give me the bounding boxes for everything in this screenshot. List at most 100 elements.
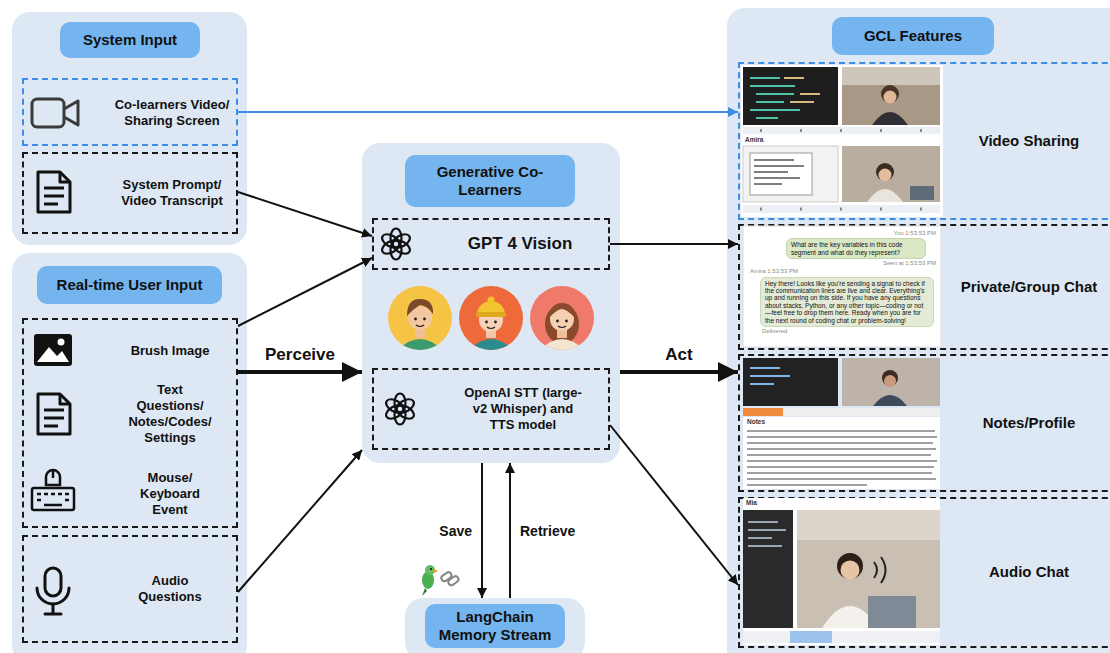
openai-logo bbox=[380, 231, 402, 250]
openai-logo bbox=[391, 241, 402, 260]
audio-chat-screenshot bbox=[790, 631, 832, 643]
co-learner-avatar bbox=[396, 339, 444, 364]
box-label: Co-learners Video/ Sharing Screen bbox=[110, 97, 234, 130]
agent-panel: Generative Co-LearnersGPT 4 VisionOpenAI… bbox=[362, 143, 620, 463]
input-label: Mouse/ Keyboard Event bbox=[124, 470, 216, 519]
edge-label: Perceive bbox=[263, 345, 337, 365]
co-learner-avatar bbox=[416, 325, 424, 327]
image-icon bbox=[34, 334, 72, 366]
edge-label: Save bbox=[437, 523, 474, 539]
co-learner-avatar bbox=[549, 303, 575, 318]
video-sharing-screenshot bbox=[741, 65, 943, 217]
audio-chat-screenshot bbox=[822, 606, 878, 628]
notes-screenshot bbox=[750, 368, 790, 384]
langchain-emoji bbox=[430, 568, 432, 570]
keyboard-mouse-icon bbox=[46, 470, 60, 485]
notes-screenshot bbox=[743, 417, 940, 489]
participant-name: Amira bbox=[745, 136, 805, 144]
model-label: OpenAI STT (large-v2 Whisper) and TTS mo… bbox=[464, 385, 582, 434]
openai-logo bbox=[390, 231, 412, 250]
video-sharing-screenshot bbox=[743, 67, 838, 125]
co-learner-avatar bbox=[388, 286, 452, 364]
co-learner-avatar bbox=[459, 286, 523, 364]
audio-chat-screenshot bbox=[748, 522, 786, 546]
document-icon bbox=[38, 394, 70, 434]
input-group-box: Brush ImageText Questions/ Notes/Codes/ … bbox=[22, 318, 238, 528]
input-label: Brush Image bbox=[124, 343, 216, 359]
feature-box: Video Sharing bbox=[738, 62, 1110, 220]
microphone-icon bbox=[37, 588, 69, 604]
connector-arrow bbox=[481, 463, 483, 598]
co-learner-avatar bbox=[467, 297, 515, 365]
box-label: System Prompt/ Video Transcript bbox=[110, 177, 234, 210]
document-icon bbox=[38, 172, 70, 212]
chat-message: What are the key variables in this code … bbox=[786, 238, 926, 259]
langchain-emoji bbox=[425, 565, 435, 575]
notes-heading: Notes bbox=[747, 418, 807, 426]
co-learner-avatar bbox=[477, 301, 505, 315]
input-label: Text Questions/ Notes/Codes/ Settings bbox=[124, 382, 216, 447]
co-learner-avatar bbox=[485, 321, 488, 324]
co-learner-avatar bbox=[488, 297, 495, 304]
panel-title: GCL Features bbox=[832, 17, 994, 55]
co-learner-avatar bbox=[565, 320, 568, 323]
keyboard-mouse-icon bbox=[32, 488, 74, 510]
document-icon bbox=[38, 394, 70, 434]
notes-screenshot bbox=[884, 375, 896, 387]
connector-arrow bbox=[509, 463, 511, 598]
feature-label: Video Sharing bbox=[956, 132, 1102, 150]
feature-box: Notes/Profile bbox=[738, 354, 1110, 492]
connector-arrow bbox=[610, 243, 738, 245]
microphone-icon bbox=[45, 568, 61, 596]
panel-title: Real-time User Input bbox=[37, 266, 222, 304]
audio-chat-screenshot bbox=[868, 596, 916, 628]
chat-timestamp: You 1:53:53 PM bbox=[746, 230, 936, 237]
camera-icon bbox=[32, 99, 64, 127]
panel-title: Generative Co-Learners bbox=[405, 155, 575, 207]
langchain-emoji bbox=[447, 575, 459, 586]
video-sharing-screenshot bbox=[760, 129, 922, 132]
connector-arrow bbox=[238, 258, 372, 326]
langchain-emoji bbox=[440, 571, 452, 582]
document-icon bbox=[44, 188, 64, 204]
chat-screenshot bbox=[743, 226, 941, 347]
video-sharing-screenshot bbox=[842, 146, 940, 202]
audio-chat-screenshot bbox=[797, 510, 940, 628]
connector-arrow bbox=[238, 370, 362, 374]
video-sharing-screenshot bbox=[876, 163, 894, 181]
keyboard-mouse-icon bbox=[37, 494, 69, 505]
video-sharing-screenshot bbox=[842, 67, 940, 85]
co-learner-avatar bbox=[408, 306, 432, 330]
connector-arrow bbox=[238, 111, 738, 113]
co-learner-avatar bbox=[396, 299, 444, 364]
video-sharing-screenshot bbox=[881, 85, 899, 103]
co-learner-avatar bbox=[423, 318, 426, 321]
langchain-emoji bbox=[422, 588, 427, 596]
co-learner-avatar bbox=[407, 299, 433, 316]
audio-chat-screenshot bbox=[743, 631, 940, 643]
audio-chat-screenshot bbox=[797, 510, 940, 540]
keyboard-mouse-icon bbox=[52, 470, 55, 478]
connector-arrow bbox=[610, 425, 738, 585]
chat-log: You 1:53:53 PMWhat are the key variables… bbox=[746, 229, 940, 336]
document-icon bbox=[60, 394, 70, 404]
notes-screenshot bbox=[873, 395, 907, 406]
openai-logo bbox=[380, 229, 412, 260]
video-sharing-screenshot bbox=[872, 112, 908, 125]
model-label: GPT 4 Vision bbox=[436, 234, 604, 254]
chat-screenshot bbox=[743, 226, 941, 347]
video-sharing-screenshot bbox=[879, 169, 892, 182]
audio-chat-screenshot bbox=[837, 553, 863, 579]
video-sharing-screenshot bbox=[867, 189, 903, 202]
co-learner-avatar bbox=[558, 326, 566, 328]
input-box: System Prompt/ Video Transcript bbox=[22, 152, 238, 234]
input-panel: Real-time User InputBrush ImageText Ques… bbox=[12, 253, 247, 653]
co-learner-avatar bbox=[415, 328, 425, 338]
connector-arrow bbox=[620, 370, 738, 374]
document-icon bbox=[60, 172, 70, 182]
audio-chat-screenshot bbox=[841, 561, 860, 580]
image-icon bbox=[37, 347, 69, 362]
co-learner-avatar bbox=[487, 327, 495, 329]
video-sharing-screenshot bbox=[741, 65, 943, 217]
